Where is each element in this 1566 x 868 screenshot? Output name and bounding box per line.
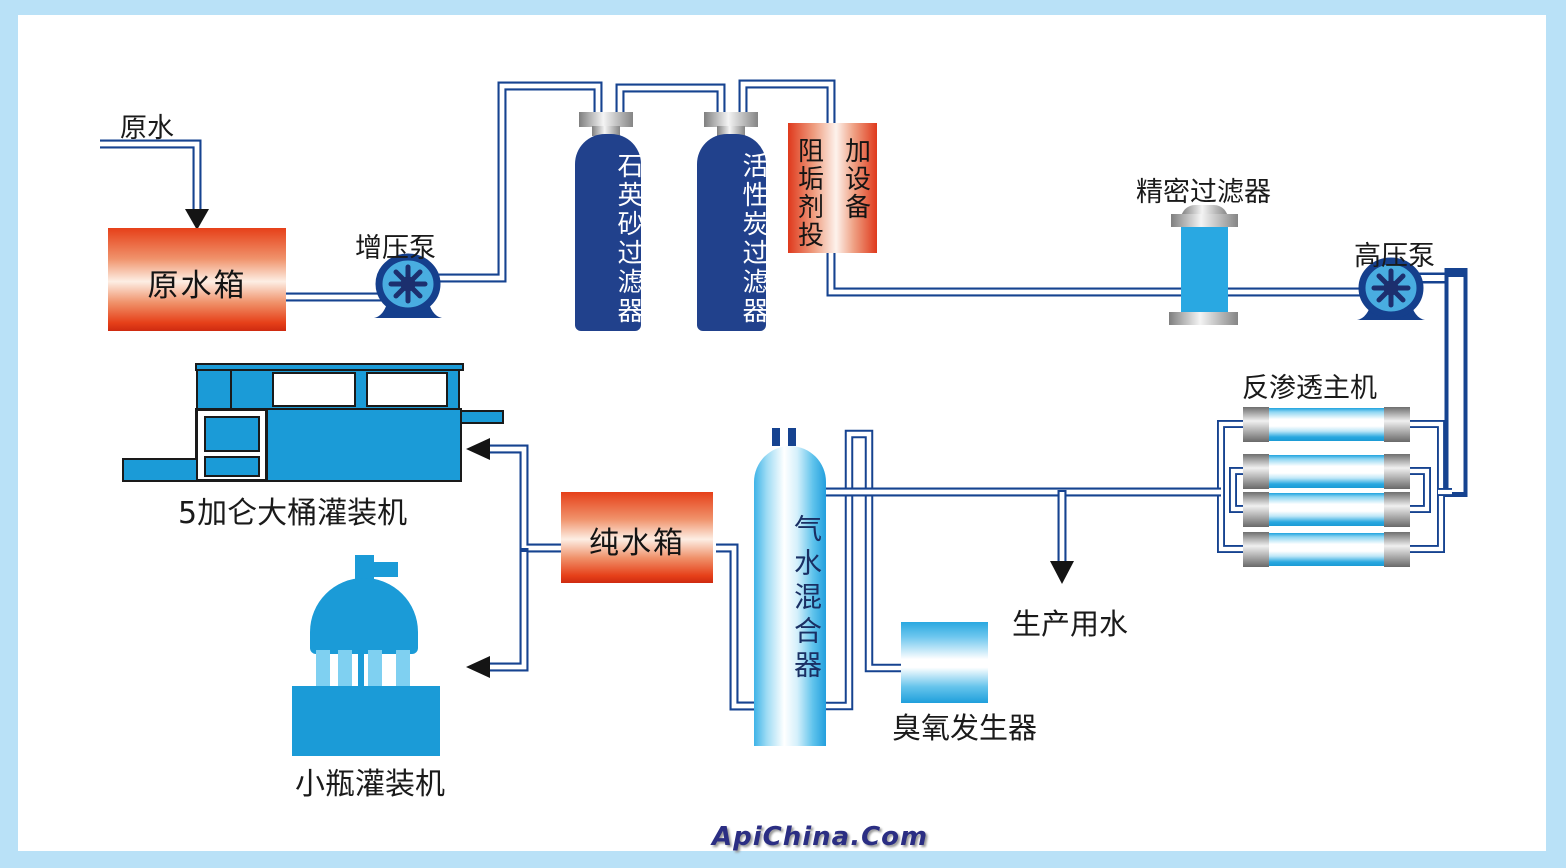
arrow-into-raw-tank xyxy=(185,209,209,230)
ro-tube3-right-cap xyxy=(1384,492,1410,527)
ro-tube2-left-cap xyxy=(1243,454,1269,489)
filler5-body xyxy=(266,408,462,482)
filler5-conveyor xyxy=(122,458,198,482)
ro-tube3-left-cap xyxy=(1243,492,1269,527)
precision-filter-flange xyxy=(1171,214,1238,227)
ozone-generator-label: 臭氧发生器 xyxy=(892,711,1038,745)
pipe-raw-inlet xyxy=(100,139,202,210)
pipe-to-5gal-filler xyxy=(490,444,564,553)
ro-unit-label: 反渗透主机 xyxy=(1242,373,1377,404)
ro-tube3 xyxy=(1269,493,1384,526)
carbon-filter-label: 活性炭过滤器 xyxy=(738,152,768,326)
arrow-production-water xyxy=(1050,561,1074,584)
mixer-label: 气水混合器 xyxy=(790,514,823,684)
gas-water-mixer: 气水混合器 xyxy=(754,446,826,746)
arrow-into-5gal-filler xyxy=(466,438,490,460)
raw-water-label: 原水 xyxy=(120,113,174,144)
quartz-filter-cap xyxy=(579,112,633,127)
dosing-label-left-column: 阻垢剂投 xyxy=(793,137,824,249)
pure-water-tank: 纯水箱 xyxy=(561,492,713,583)
carbon-filter-cap xyxy=(704,112,758,127)
mixer-vent-bar xyxy=(788,428,796,446)
arrow-into-bottle-filler xyxy=(466,656,490,678)
ro-tube1-left-cap xyxy=(1243,407,1269,442)
pipe-quartz-to-carbon xyxy=(615,83,726,112)
production-water-label: 生产用水 xyxy=(1012,607,1129,641)
bottle-filler-nozzles xyxy=(314,650,414,687)
filler5-upper-band xyxy=(196,369,460,410)
bottle-filler-stem xyxy=(355,555,374,583)
activated-carbon-filter: 活性炭过滤器 xyxy=(697,134,768,331)
booster-pump-label: 增压泵 xyxy=(355,233,436,264)
ro-tube1-right-cap xyxy=(1384,407,1410,442)
filler5-window xyxy=(272,372,356,407)
ro-tube1 xyxy=(1269,408,1384,441)
quartz-filter-label: 石英砂过滤器 xyxy=(613,152,643,326)
high-pressure-pump-label: 高压泵 xyxy=(1354,241,1435,272)
dosing-label-right-column: 加设备 xyxy=(840,137,871,221)
quartz-sand-filter: 石英砂过滤器 xyxy=(575,134,643,331)
ozone-generator xyxy=(901,622,988,703)
filler5-cabinet xyxy=(195,408,268,482)
ro-tube4-right-cap xyxy=(1384,532,1410,567)
precision-filter-label: 精密过滤器 xyxy=(1136,177,1271,208)
scale-inhibitor-dosing-device: 阻垢剂投 加设备 xyxy=(788,123,877,253)
five-gallon-filler-label: 5加仑大桶灌装机 xyxy=(178,496,408,531)
raw-water-tank-label: 原水箱 xyxy=(147,268,247,304)
filler5-window xyxy=(366,372,448,407)
booster-pump-icon xyxy=(374,253,442,318)
carbon-filter-neck xyxy=(717,126,745,136)
watermark: ApiChina.Com xyxy=(712,822,929,852)
filler5-outlet-tab xyxy=(460,410,504,424)
pipe-ozone-gooseneck xyxy=(822,429,903,711)
pipe-to-bottle-filler xyxy=(490,548,529,672)
ro-tube4-left-cap xyxy=(1243,532,1269,567)
pipe-pump-to-quartz xyxy=(430,81,603,283)
filler5-panel-divider xyxy=(230,371,232,408)
ro-tube4 xyxy=(1269,533,1384,566)
quartz-filter-neck xyxy=(592,126,620,136)
ro-tube2-right-cap xyxy=(1384,454,1410,489)
ro-tube2 xyxy=(1269,455,1384,488)
raw-water-tank: 原水箱 xyxy=(108,228,286,331)
filler5-cabinet-window xyxy=(204,416,260,452)
bottle-filler-spout xyxy=(372,562,398,577)
pure-water-tank-label: 纯水箱 xyxy=(589,526,685,561)
high-pressure-pump-icon xyxy=(1357,257,1425,320)
mixer-vent-bar xyxy=(772,428,780,446)
filler5-cabinet-window xyxy=(204,456,260,477)
precision-filter-base xyxy=(1169,312,1238,325)
small-bottle-filler-label: 小瓶灌装机 xyxy=(295,767,445,802)
precision-filter xyxy=(1181,227,1228,313)
bottle-filler-base xyxy=(292,686,440,756)
